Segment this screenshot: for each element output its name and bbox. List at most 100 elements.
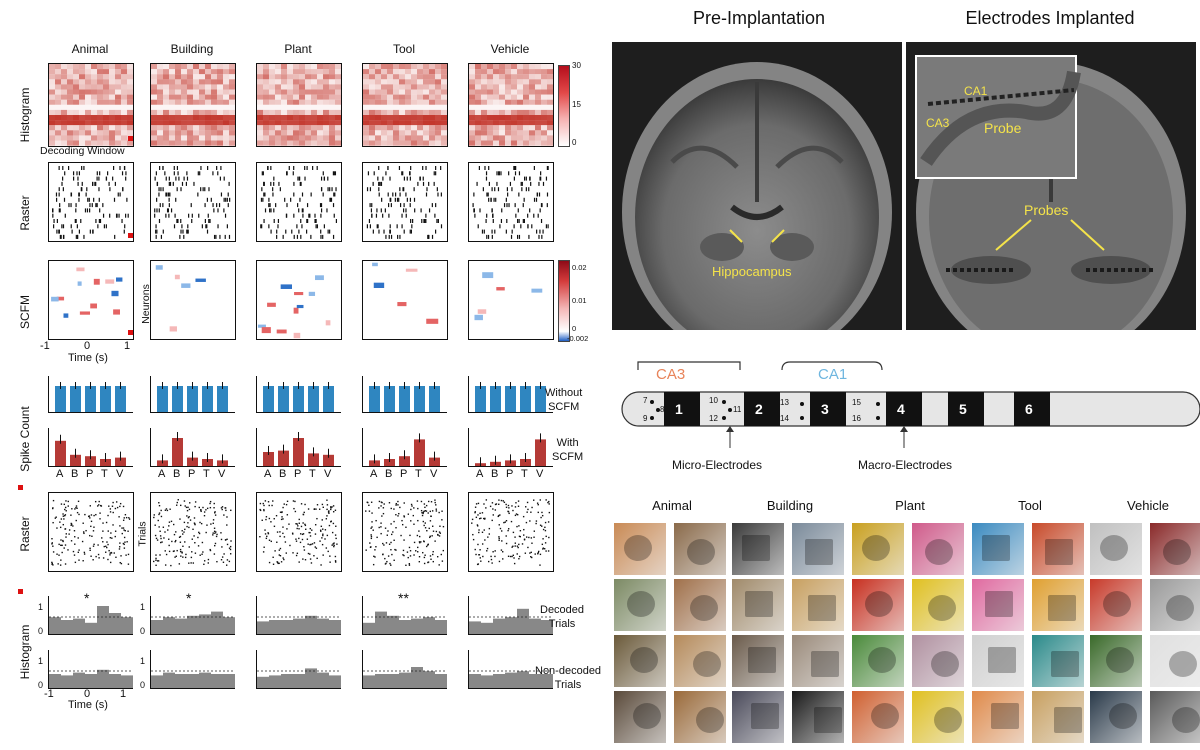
stimulus-photo-plant (912, 635, 964, 687)
stimulus-photo-building (792, 579, 844, 631)
hist-y-tick: 1 (140, 656, 146, 666)
decoding-marker (128, 233, 133, 238)
bar-tick-t: T (309, 468, 316, 480)
decoding-marker (128, 136, 133, 141)
heatmap-tool (362, 63, 448, 147)
hist-y-tick: 0 (38, 680, 44, 690)
row-label-histogram-bottom: Histogram (18, 624, 32, 680)
raster-bottom-plant (256, 492, 342, 572)
hist-y-tick: 1 (38, 602, 44, 612)
macro-electrodes-label: Macro-Electrodes (858, 458, 953, 472)
micro-electrode-14: 14 (780, 414, 789, 423)
stimulus-photo-vehicle (1090, 691, 1142, 743)
stimulus-photo-vehicle (1150, 635, 1200, 687)
histogram-decoded-vehicle (468, 596, 553, 635)
stimulus-photo-animal (674, 523, 726, 575)
electrodes-implanted-title: Electrodes Implanted (965, 8, 1135, 28)
histogram-decoded-animal (48, 596, 133, 635)
stimulus-photo-vehicle (1090, 635, 1142, 687)
micro-electrode-12: 12 (709, 414, 718, 423)
stimulus-photo-vehicle (1090, 579, 1142, 631)
raster-top-plant (256, 162, 342, 242)
bar-tick-p: P (188, 468, 196, 480)
bar-tick-v: V (116, 468, 124, 480)
scfm-plant (256, 260, 342, 340)
bar-tick-a: A (56, 468, 64, 480)
probes-label: Probes (1024, 202, 1069, 218)
stimulus-photo-plant (852, 691, 904, 743)
micro-electrode-16: 16 (852, 414, 861, 423)
trials-label: Trials (136, 521, 149, 547)
time-axis-label: Time (s) (68, 699, 108, 711)
histogram-decoded-plant (256, 596, 341, 635)
stimulus-photo-vehicle (1150, 579, 1200, 631)
bar-tick-b: B (491, 468, 499, 480)
macro-electrode-3: 3 (821, 401, 829, 417)
stimulus-photo-building (732, 523, 784, 575)
ca1-label: CA1 (818, 366, 848, 383)
histogram-nondecoded-animal (48, 650, 133, 689)
bar-tick-a: A (264, 468, 272, 480)
stimulus-photo-plant (912, 691, 964, 743)
hist-y-tick: 1 (140, 602, 146, 612)
histogram-decoded-tool (362, 596, 447, 635)
heatmap-animal (48, 63, 134, 147)
stimulus-photo-animal (614, 579, 666, 631)
row-label-raster-bottom: Raster (18, 516, 32, 552)
photo-header-plant: Plant (895, 498, 925, 513)
bar-tick-b: B (173, 468, 181, 480)
decoding-marker (18, 589, 23, 594)
heatmap-plant (256, 63, 342, 147)
spike-count-without-animal (48, 376, 133, 413)
raster-bottom-animal (48, 492, 134, 572)
histogram-colorbar (558, 65, 570, 147)
macro-electrode-1: 1 (675, 401, 683, 417)
stimulus-photo-animal (674, 579, 726, 631)
stimulus-photo-tool (1032, 635, 1084, 687)
stimulus-photo-animal (614, 635, 666, 687)
significance-star-tool: ** (398, 590, 409, 606)
stimulus-photo-plant (912, 523, 964, 575)
decoding-marker (18, 485, 23, 490)
mri-pre-implantation: Hippocampus (612, 42, 902, 330)
bar-tick-p: P (400, 468, 408, 480)
mri-electrodes-implanted: CA1 CA3 Probe Probes (906, 42, 1196, 330)
spike-count-without-plant (256, 376, 341, 413)
bar-tick-a: A (370, 468, 378, 480)
inset-probe-label: Probe (984, 120, 1022, 136)
stimulus-photo-plant (852, 635, 904, 687)
stimulus-photo-plant (852, 523, 904, 575)
category-header-building: Building (170, 42, 214, 56)
micro-electrode-7: 7 (643, 396, 648, 405)
stimulus-photo-building (732, 579, 784, 631)
tick-time-neg1: -1 (40, 340, 50, 352)
stimulus-photo-tool (1032, 523, 1084, 575)
bar-tick-p: P (86, 468, 94, 480)
stimulus-photo-tool (1032, 579, 1084, 631)
category-header-vehicle: Vehicle (490, 42, 530, 56)
stimulus-photo-tool (972, 691, 1024, 743)
macro-electrode-6: 6 (1025, 401, 1033, 417)
histogram-nondecoded-tool (362, 650, 447, 689)
scfm-colorbar-zero: 0 (572, 324, 577, 333)
colorbar-mid: 15 (572, 100, 581, 109)
spike-count-with-vehicle (468, 428, 553, 467)
stimulus-photo-plant (852, 579, 904, 631)
micro-electrode-13: 13 (780, 398, 789, 407)
colorbar-max: 30 (572, 61, 581, 70)
hist-y-tick: 0 (38, 626, 44, 636)
row-label-raster-top: Raster (18, 195, 32, 231)
bar-tick-t: T (521, 468, 528, 480)
bar-tick-p: P (294, 468, 302, 480)
hist-y-tick: 0 (140, 626, 146, 636)
heatmap-building (150, 63, 236, 147)
stimulus-photo-tool (972, 579, 1024, 631)
raster-bottom-vehicle (468, 492, 554, 572)
histogram-nondecoded-plant (256, 650, 341, 689)
bar-tick-b: B (385, 468, 393, 480)
significance-star-building: * (186, 590, 192, 606)
scfm-building (150, 260, 236, 340)
bar-tick-v: V (324, 468, 332, 480)
bar-tick-p: P (506, 468, 514, 480)
